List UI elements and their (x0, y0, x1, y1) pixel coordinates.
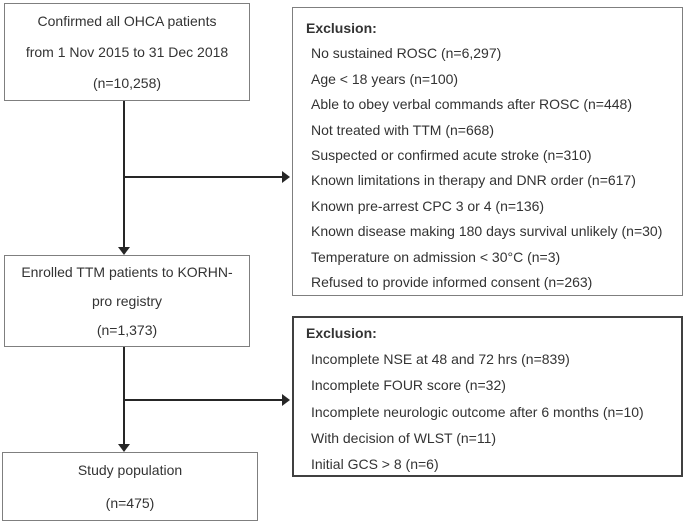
flow-box-line: Confirmed all OHCA patients (37, 13, 217, 29)
flow-box-enrolled-ttm: Enrolled TTM patients to KORHN- pro regi… (4, 255, 250, 347)
exclusion-item: Known limitations in therapy and DNR ord… (311, 172, 636, 189)
connector-horizontal-2 (124, 399, 282, 401)
flow-box-confirmed-ohca: Confirmed all OHCA patients from 1 Nov 2… (4, 3, 250, 101)
exclusion-item: Temperature on admission < 30°C (n=3) (311, 248, 561, 265)
exclusion-item: Incomplete neurologic outcome after 6 mo… (311, 403, 644, 420)
exclusion-item: Known disease making 180 days survival u… (311, 223, 663, 240)
exclusion-item: Not treated with TTM (n=668) (311, 121, 494, 138)
flow-box-line: Study population (77, 462, 183, 478)
arrow-down-icon (118, 247, 130, 255)
arrow-right-icon (282, 171, 290, 183)
arrow-right-icon (282, 394, 290, 406)
exclusion-item: With decision of WLST (n=11) (311, 429, 497, 446)
exclusion-item: Incomplete NSE at 48 and 72 hrs (n=839) (311, 351, 570, 368)
exclusion-item: Refused to provide informed consent (n=2… (311, 274, 593, 291)
connector-vertical-2 (123, 347, 125, 445)
flow-box-count: (n=1,373) (96, 322, 158, 338)
exclusion-item: Known pre-arrest CPC 3 or 4 (n=136) (311, 197, 545, 214)
exclusion-title: Exclusion: (306, 325, 377, 341)
flow-box-line: from 1 Nov 2015 to 31 Dec 2018 (25, 44, 229, 60)
flow-box-study-population: Study population (n=475) (2, 452, 258, 521)
exclusion-item: Age < 18 years (n=100) (311, 70, 459, 87)
flow-box-count: (n=475) (105, 495, 155, 511)
exclusion-item: No sustained ROSC (n=6,297) (311, 45, 502, 62)
exclusion-box-1: Exclusion: No sustained ROSC (n=6,297) A… (292, 7, 683, 296)
flow-box-line: Enrolled TTM patients to KORHN- (21, 264, 233, 280)
connector-vertical-1 (123, 101, 125, 248)
arrow-down-icon (118, 444, 130, 452)
exclusion-title: Exclusion: (306, 20, 377, 36)
exclusion-box-2: Exclusion: Incomplete NSE at 48 and 72 h… (292, 316, 683, 477)
exclusion-item: Able to obey verbal commands after ROSC … (311, 96, 632, 113)
exclusion-item: Suspected or confirmed acute stroke (n=3… (311, 147, 592, 164)
connector-horizontal-1 (124, 176, 282, 178)
exclusion-item: Initial GCS > 8 (n=6) (311, 456, 439, 473)
flow-box-count: (n=10,258) (92, 75, 162, 91)
flow-box-line: pro registry (91, 293, 163, 309)
exclusion-item: Incomplete FOUR score (n=32) (311, 377, 506, 394)
